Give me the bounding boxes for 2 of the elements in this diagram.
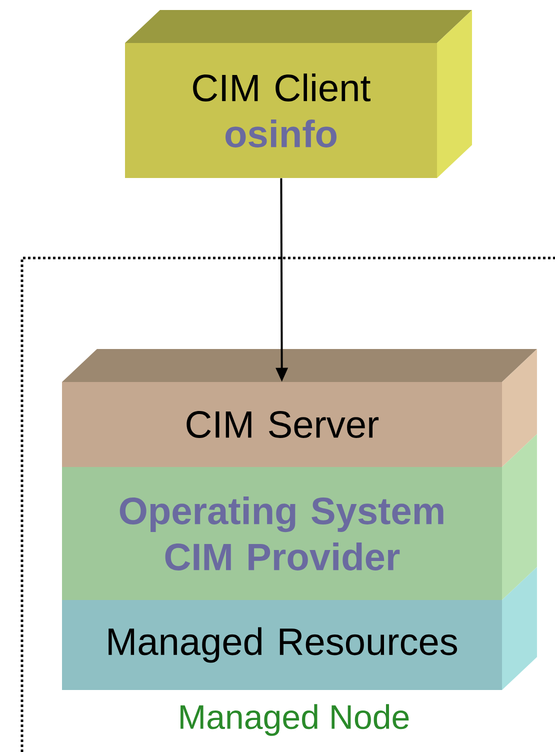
client-box: CIM Client osinfo [125,10,472,178]
server-layer: CIM Server [62,349,537,467]
